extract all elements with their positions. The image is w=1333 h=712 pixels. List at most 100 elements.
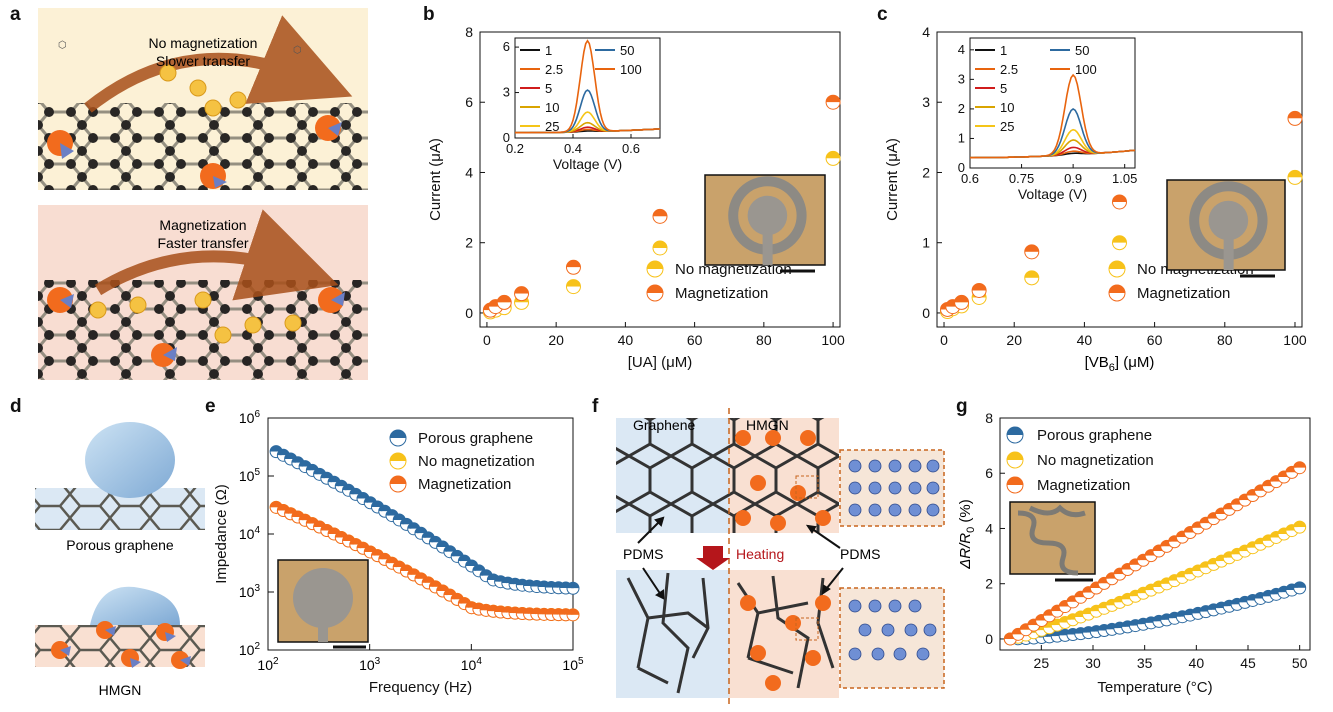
data-point <box>565 259 581 275</box>
panel-letter-e: e <box>205 396 216 417</box>
inset-y-tick-label: 0 <box>503 130 510 145</box>
porous-graphene-illustration <box>35 422 205 530</box>
hmgn-illustration <box>35 586 205 669</box>
legend-marker <box>1108 284 1126 302</box>
inset-frame <box>969 37 1136 169</box>
x-tick-label: 80 <box>756 332 772 348</box>
panel-f-heating-label: Heating <box>736 546 784 562</box>
data-point <box>954 294 970 310</box>
y-tick-label: 6 <box>985 465 993 481</box>
inset-y-tick-label: 1 <box>958 130 965 145</box>
inset-x-tick-label: 0.2 <box>506 141 524 156</box>
svg-text:⬡: ⬡ <box>58 40 67 51</box>
inset-x-tick-label: 0.6 <box>961 171 979 186</box>
legend-label: Porous graphene <box>418 430 533 447</box>
legend-label: Magnetization <box>1037 477 1130 494</box>
legend-marker <box>389 475 407 493</box>
inset-legend-label: 25 <box>545 119 559 134</box>
data-point <box>1112 235 1127 251</box>
inset-legend-label: 5 <box>1000 81 1007 96</box>
y-tick-label: 2 <box>922 164 930 180</box>
y-tick-label: 4 <box>465 164 473 180</box>
y-tick-label: 2 <box>985 576 993 592</box>
panel-f-graphene-label: Graphene <box>633 417 695 433</box>
svg-text:⬡: ⬡ <box>293 45 302 56</box>
y-axis-label: Current (μA) <box>427 138 444 221</box>
data-point <box>414 526 428 540</box>
y-tick-label: 106 <box>239 409 261 426</box>
x-tick-label: 20 <box>1006 332 1022 348</box>
x-tick-label: 35 <box>1137 655 1153 671</box>
data-point <box>1293 461 1307 475</box>
inset-photo <box>1009 501 1096 582</box>
panel-a-top: ⬡⬡ No magnetization Slower transfer <box>38 8 368 190</box>
data-point <box>652 208 668 224</box>
x-axis-label: Temperature (°C) <box>1097 679 1212 696</box>
panel-f-hmgn-label: HMGN <box>746 417 789 433</box>
data-point <box>1024 244 1040 260</box>
data-point <box>971 282 987 298</box>
legend-label: Magnetization <box>1137 285 1230 302</box>
inset-x-axis-label: Voltage (V) <box>1018 186 1087 202</box>
y-tick-label: 2 <box>465 235 473 251</box>
inset-x-tick-label: 0.75 <box>1009 171 1034 186</box>
inset-photo <box>704 174 826 273</box>
inset-legend-label: 50 <box>620 43 634 58</box>
inset-y-tick-label: 2 <box>958 101 965 116</box>
x-tick-label: 0 <box>483 332 491 348</box>
panel-letter-g: g <box>956 396 968 417</box>
panel-letter-b: b <box>423 4 435 25</box>
data-point <box>565 279 581 295</box>
panel-f-illustration: Graphene HMGN PDMS Heating PDMS <box>616 408 945 708</box>
inset-photo <box>1166 179 1286 278</box>
panel-f-pdms-left: PDMS <box>623 546 663 562</box>
legend-label: No magnetization <box>418 453 535 470</box>
data-point <box>514 286 530 302</box>
x-tick-label: 103 <box>359 656 381 673</box>
x-tick-label: 40 <box>1189 655 1205 671</box>
data-point <box>566 608 580 622</box>
x-tick-label: 80 <box>1217 332 1233 348</box>
plot-frame <box>999 417 1311 651</box>
charge-grid-bottom <box>839 587 945 689</box>
panel-a-bottom-line1: Magnetization <box>159 217 246 233</box>
x-tick-label: 50 <box>1292 655 1308 671</box>
y-tick-label: 1 <box>922 235 930 251</box>
panel-letter-a: a <box>10 4 21 25</box>
x-tick-label: 25 <box>1034 655 1050 671</box>
y-tick-label: 104 <box>239 525 261 542</box>
data-point <box>334 530 348 544</box>
y-tick-label: 4 <box>985 520 993 536</box>
inset-y-tick-label: 4 <box>958 42 965 57</box>
legend-marker <box>1006 426 1024 444</box>
legend-label: Porous graphene <box>1037 427 1152 444</box>
data-point <box>1287 110 1303 126</box>
panel-a-top-line2: Slower transfer <box>156 53 250 69</box>
panel-letter-d: d <box>10 396 22 417</box>
x-tick-label: 30 <box>1085 655 1101 671</box>
x-tick-label: 60 <box>687 332 703 348</box>
inset-legend-label: 2.5 <box>1000 62 1018 77</box>
legend-marker <box>389 452 407 470</box>
y-tick-label: 0 <box>465 305 473 321</box>
y-tick-label: 0 <box>922 305 930 321</box>
inset-y-tick-label: 3 <box>958 71 965 86</box>
legend-marker <box>1006 476 1024 494</box>
data-point <box>1105 572 1119 586</box>
data-point <box>496 294 512 310</box>
y-tick-label: 102 <box>239 641 261 658</box>
data-point <box>1293 520 1307 534</box>
y-axis-label: Impedance (Ω) <box>213 484 230 584</box>
inset-legend-label: 1 <box>1000 43 1007 58</box>
legend-label: Magnetization <box>418 476 511 493</box>
y-tick-label: 103 <box>239 583 261 600</box>
inset-legend-label: 10 <box>1000 100 1014 115</box>
legend-marker <box>646 284 664 302</box>
panel-d-illustration: Porous graphene HMGN <box>35 422 205 698</box>
y-tick-label: 3 <box>922 94 930 110</box>
inset-legend-label: 5 <box>545 81 552 96</box>
